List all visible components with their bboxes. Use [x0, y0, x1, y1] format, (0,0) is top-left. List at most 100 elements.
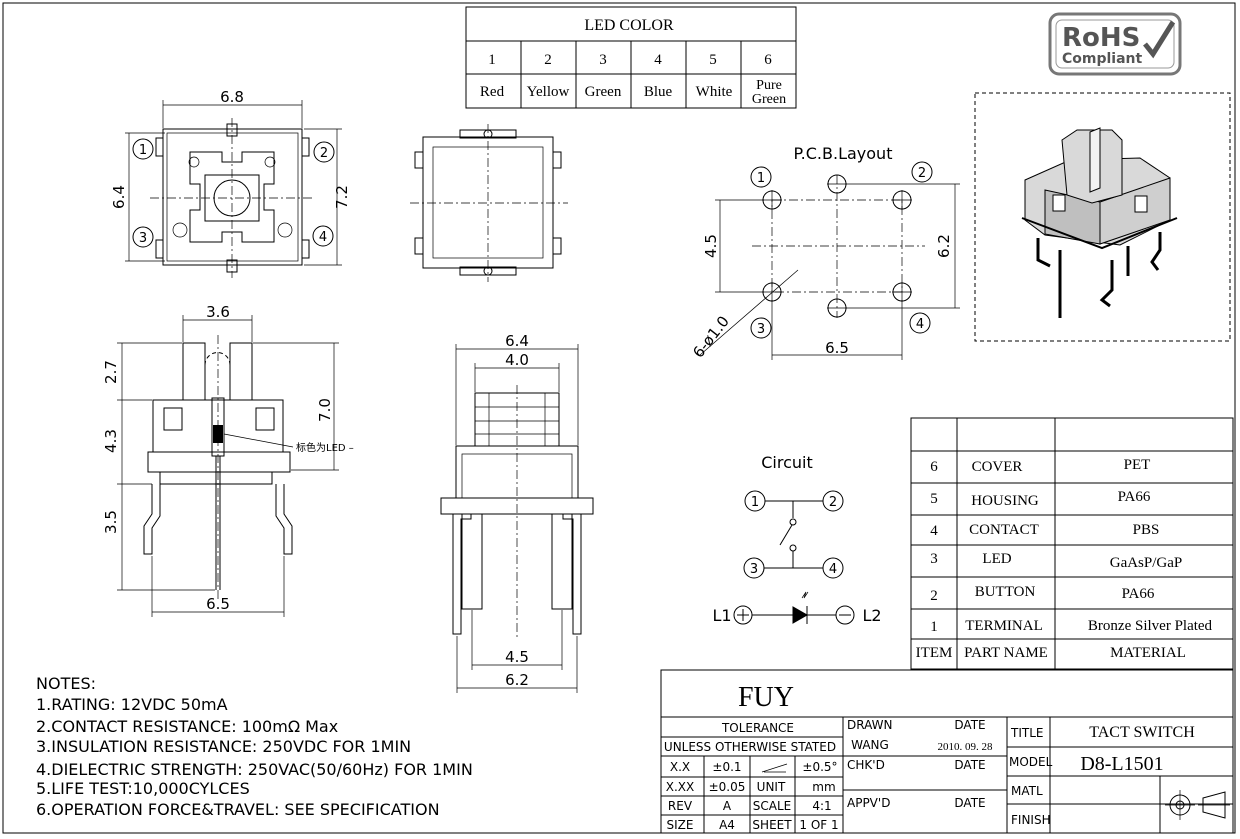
- approved-label: APPV'D: [847, 796, 890, 810]
- sheet-label: SHEET: [752, 818, 792, 832]
- notes-title: NOTES:: [36, 674, 96, 693]
- bom-part: BUTTON: [975, 584, 1036, 600]
- bom-item: 4: [930, 523, 938, 539]
- circuit-title: Circuit: [761, 453, 813, 472]
- led-color-name: White: [696, 84, 733, 100]
- pin-number: 1: [139, 143, 147, 158]
- tol-xx-value: ±0.1: [712, 760, 741, 774]
- dim-front-base-width: 6.2: [505, 671, 529, 689]
- tol-xxx-value: ±0.05: [709, 780, 746, 794]
- bom-table: 6 COVER PET 5 HOUSING PA66 4 CONTACT PBS…: [910, 417, 1234, 670]
- top-view: 6.8 6.4 7.2 1 2 3 4: [110, 88, 351, 278]
- pin-number: 3: [139, 231, 147, 246]
- led-color-table: LED COLOR 1 2 3 4 5 6 Red Yellow Green B…: [465, 6, 797, 109]
- tol-xx-label: X.X: [670, 760, 690, 774]
- led-number: 6: [764, 52, 772, 68]
- led-color-name: Green: [585, 84, 622, 100]
- led-color-name: Green: [752, 92, 786, 107]
- pin-number: 1: [757, 171, 765, 186]
- led-color-name: Pure: [756, 78, 782, 93]
- dim-width-label: 6.8: [220, 88, 244, 106]
- bom-item: 1: [930, 619, 938, 635]
- dim-button-width: 4.0: [505, 351, 529, 369]
- dim-total-height: 7.0: [316, 398, 334, 422]
- bom-material: GaAsP/GaP: [1110, 555, 1183, 571]
- bom-header-part: PART NAME: [964, 645, 1048, 661]
- node-number: 4: [829, 562, 837, 577]
- unit-value: mm: [812, 780, 835, 794]
- pin-number: 4: [319, 230, 327, 245]
- led-number: 5: [709, 52, 717, 68]
- led-color-name: Blue: [644, 84, 673, 100]
- scale-label: SCALE: [753, 799, 791, 813]
- dim-button-height: 2.7: [102, 360, 120, 384]
- unit-label: UNIT: [757, 780, 786, 794]
- node-number: 2: [829, 495, 837, 510]
- front-view: 6.4 4.0 4.5 6.2: [440, 332, 594, 693]
- pin-number: 4: [916, 317, 924, 332]
- note-item: 2.CONTACT RESISTANCE: 100mΩ Max: [36, 717, 338, 736]
- dim-front-width: 6.4: [505, 332, 529, 350]
- dim-body-height: 4.3: [102, 429, 120, 453]
- projection-symbol-icon: [1165, 790, 1230, 820]
- notes: NOTES: 1.RATING: 12VDC 50mA 2.CONTACT RE…: [36, 674, 473, 819]
- bom-material: PBS: [1133, 522, 1160, 538]
- title-block: FUY TOLERANCE UNLESS OTHERWISE STATED X.…: [660, 669, 1234, 834]
- node-number: 3: [750, 562, 758, 577]
- bom-material: PA66: [1118, 489, 1151, 505]
- bom-part: COVER: [972, 459, 1023, 475]
- bom-item: 6: [930, 459, 938, 475]
- tolerance-label: TOLERANCE: [721, 721, 794, 735]
- angle-icon: [761, 763, 788, 773]
- material-label: MATL: [1011, 784, 1043, 798]
- company-name: FUY: [738, 682, 794, 713]
- dim-top-width: 3.6: [206, 303, 230, 321]
- bottom-view: [410, 124, 568, 282]
- date-label: DATE: [954, 718, 985, 732]
- pcb-dim-height-outer: 6.2: [935, 234, 953, 258]
- note-item: 3.INSULATION RESISTANCE: 250VDC FOR 1MIN: [36, 737, 411, 756]
- tol-xxx-label: X.XX: [666, 780, 694, 794]
- pcb-title: P.C.B.Layout: [794, 144, 893, 163]
- circuit-diagram: Circuit 1 2 3 4 L1 L2: [712, 453, 881, 625]
- tol-angle-value: ±0.5°: [802, 760, 837, 774]
- bom-part: TERMINAL: [965, 618, 1043, 634]
- rev-value: A: [723, 799, 732, 813]
- pcb-dim-height: 4.5: [702, 234, 720, 258]
- bom-item: 3: [930, 551, 938, 567]
- note-item: 5.LIFE TEST:10,000CYLCES: [36, 779, 250, 798]
- bom-material: PA66: [1122, 586, 1155, 602]
- bom-item: 2: [930, 588, 938, 604]
- title-label: TITLE: [1010, 726, 1043, 740]
- led-number: 1: [488, 52, 496, 68]
- dim-height-left-label: 6.4: [110, 185, 128, 209]
- node-number: 1: [751, 495, 759, 510]
- bom-part: HOUSING: [971, 493, 1039, 509]
- date-label: DATE: [954, 796, 985, 810]
- l1-label: L1: [712, 606, 731, 625]
- rev-label: REV: [668, 799, 693, 813]
- side-view: 标色为LED – 3.6 2.7 4.3 3.5 7.0 6.5: [102, 303, 354, 617]
- dim-lead-height: 3.5: [102, 510, 120, 534]
- isometric-view-3d: [974, 92, 1231, 342]
- led-color-title: LED COLOR: [584, 17, 674, 34]
- pin-number: 3: [757, 322, 765, 337]
- checkmark-icon: [1143, 20, 1176, 59]
- led-color-name: Yellow: [527, 84, 570, 100]
- size-label: SIZE: [667, 818, 694, 832]
- led-color-name: Red: [480, 84, 505, 100]
- bom-header-item: ITEM: [916, 645, 953, 661]
- drawn-date: 2010. 09. 28: [938, 741, 994, 753]
- bom-item: 5: [930, 491, 938, 507]
- title-value: TACT SWITCH: [1089, 724, 1195, 741]
- dim-base-width: 6.5: [206, 595, 230, 613]
- drawn-by: WANG: [851, 738, 889, 752]
- model-label: MODEL: [1009, 755, 1053, 769]
- size-value: A4: [719, 818, 735, 832]
- led-diode-icon: [792, 606, 809, 624]
- finish-label: FINISH: [1011, 813, 1051, 827]
- scale-value: 4:1: [812, 799, 831, 813]
- bom-part: CONTACT: [969, 522, 1039, 538]
